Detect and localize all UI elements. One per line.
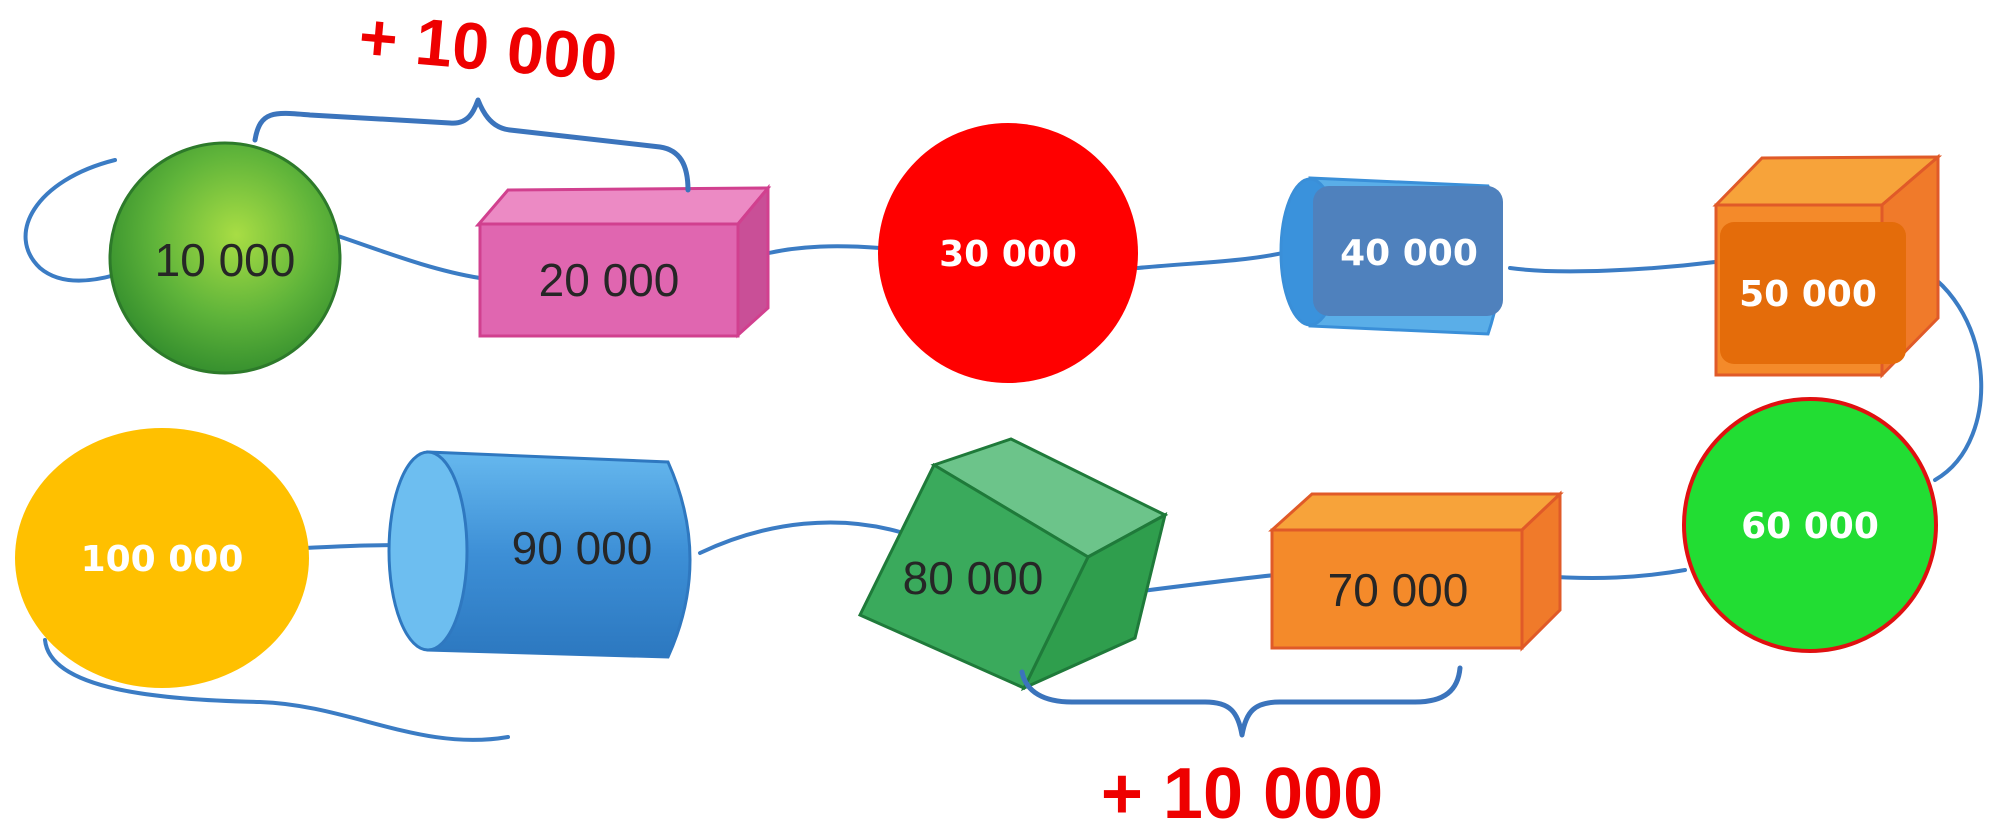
bead-30000: 30 000 xyxy=(878,123,1138,383)
bead-20000: 20 000 xyxy=(474,183,772,339)
bead-80000: 80 000 xyxy=(857,437,1169,692)
brace-bottom xyxy=(1019,665,1463,738)
brace-top xyxy=(252,97,691,193)
bead-label: 80 000 xyxy=(903,552,1044,604)
bead-label: 100 000 xyxy=(81,539,244,580)
bead-label: 90 000 xyxy=(512,522,653,574)
bead-100000: 100 000 xyxy=(15,428,309,688)
bead-label: 70 000 xyxy=(1328,564,1469,616)
bead-label: 10 000 xyxy=(155,234,296,286)
bead-60000: 60 000 xyxy=(1682,397,1938,653)
step-label-bottom: + 10 000 xyxy=(1101,754,1383,829)
bead-10000: 10 000 xyxy=(108,141,342,375)
bead-label: 40 000 xyxy=(1340,233,1478,274)
bead-50000: 50 000 xyxy=(1712,153,1943,379)
bead-label: 20 000 xyxy=(539,254,680,306)
bead-label: 30 000 xyxy=(939,234,1077,275)
bead-label: 50 000 xyxy=(1739,274,1877,315)
bead-70000: 70 000 xyxy=(1268,490,1564,652)
bead-40000: 40 000 xyxy=(1279,176,1503,336)
bead-label: 60 000 xyxy=(1741,506,1879,547)
bead-90000: 90 000 xyxy=(387,450,692,659)
step-label-top: + 10 000 xyxy=(356,0,620,95)
